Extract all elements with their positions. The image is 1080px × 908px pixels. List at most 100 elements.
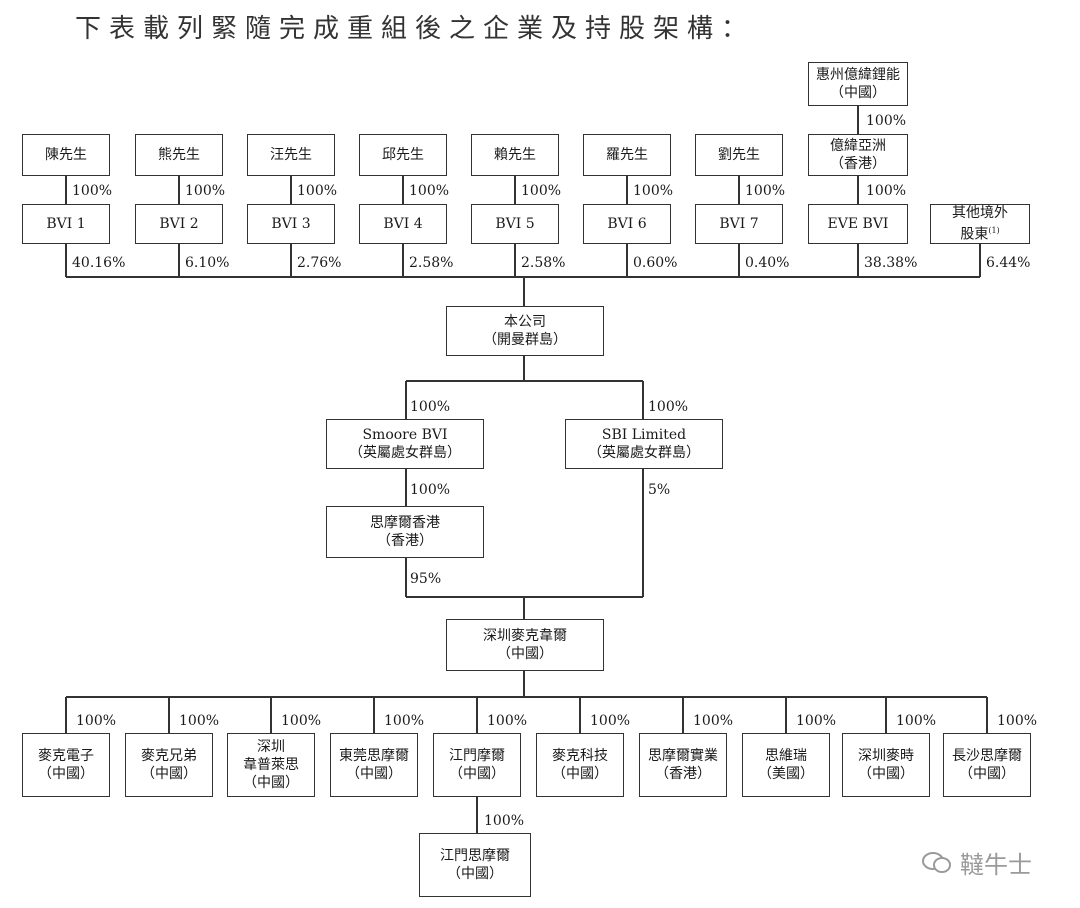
subsidiary-box-line: 韋普萊思	[243, 757, 299, 773]
other-share-pct: 6.44%	[986, 255, 1031, 271]
footnote-marker: (1)	[988, 226, 1000, 236]
smoore-hk-down-pct: 95%	[410, 571, 442, 587]
connector-line	[738, 176, 740, 204]
connector-line	[66, 276, 980, 278]
sbi-box: SBI Limited （英屬處女群島）	[565, 419, 723, 469]
owner-box-line: 賴先生	[494, 147, 536, 163]
connector-line	[626, 176, 628, 204]
connector-line	[682, 697, 684, 733]
connector-line	[523, 277, 525, 306]
connector-line	[290, 176, 292, 204]
subsidiary-pct: 100%	[281, 713, 322, 729]
owner-bvi-pct: 100%	[409, 183, 450, 199]
subsidiary-box: 長沙思摩爾（中國）	[943, 733, 1031, 797]
sbi-box-line: （英屬處女群島）	[588, 445, 700, 461]
subsidiary-box-line: （香港）	[655, 766, 711, 782]
smoore-hk-box-line: （香港）	[377, 533, 433, 549]
bvi-box-line: BVI 4	[383, 216, 423, 232]
bvi-box: BVI 1	[22, 204, 110, 244]
connector-line	[65, 697, 67, 733]
bvi-box-line: BVI 1	[46, 216, 86, 232]
subsidiary-box: 深圳韋普萊思 （中國）	[227, 733, 315, 797]
owner-box-line: 熊先生	[158, 147, 200, 163]
smoore-bvi-box-line: Smoore BVI	[362, 427, 448, 443]
connector-line	[290, 244, 292, 277]
bvi-box: BVI 2	[135, 204, 223, 244]
eve-top-pct: 100%	[866, 113, 907, 129]
other-shareholders-box: 其他境外股東(1)	[930, 204, 1030, 244]
subsidiary-box-line: 思摩爾實業	[648, 748, 718, 764]
bvi-box: BVI 3	[247, 204, 335, 244]
bvi-box-line: BVI 6	[607, 216, 647, 232]
eve-top-box-line: 惠州億緯鋰能	[816, 67, 900, 83]
subsidiary-box-line: 江門摩爾	[449, 748, 505, 764]
other-shareholders-box-line: 股東(1)	[960, 226, 1000, 243]
subsidiary-box-line: 深圳	[257, 739, 285, 755]
connector-line	[626, 244, 628, 277]
subsidiary-box-line: （中國）	[243, 775, 299, 791]
eve-share-pct: 38.38%	[864, 255, 918, 271]
owner-box-line: 汪先生	[270, 147, 312, 163]
sbi-down-pct: 5%	[648, 482, 671, 498]
connector-line	[857, 244, 859, 277]
owner-box-line: 劉先生	[718, 147, 760, 163]
subsidiary-box: 深圳麥時（中國）	[842, 733, 930, 797]
subsidiary-box: 麥克科技（中國）	[536, 733, 624, 797]
sbi-box-line: SBI Limited	[601, 427, 687, 443]
subsidiary-box-line: 深圳麥時	[858, 748, 914, 764]
owner-box: 陳先生	[22, 134, 110, 176]
shenzhen-box-line: 深圳麥克韋爾	[483, 628, 567, 644]
company-box-line: 本公司	[504, 314, 546, 330]
bvi-share-pct: 40.16%	[72, 255, 126, 271]
connector-line	[785, 697, 787, 733]
page-title: 下表載列緊隨完成重組後之企業及持股架構：	[75, 14, 756, 44]
subsidiary-box-line: 東莞思摩爾	[339, 748, 409, 764]
eve-bvi-box-line: EVE BVI	[827, 216, 889, 232]
subsidiary-pct: 100%	[997, 713, 1038, 729]
owner-box: 劉先生	[695, 134, 783, 176]
owner-bvi-pct: 100%	[297, 183, 338, 199]
connector-line	[885, 697, 887, 733]
company-box-line: （開曼群島）	[483, 332, 567, 348]
connector-line	[402, 176, 404, 204]
connector-line	[65, 176, 67, 204]
jiangmen-smoore-box-line: 江門思摩爾	[440, 848, 510, 864]
owner-box: 邱先生	[359, 134, 447, 176]
owner-bvi-pct: 100%	[521, 183, 562, 199]
subsidiary-box-line: （中國）	[141, 766, 197, 782]
subsidiary-pct: 100%	[487, 713, 528, 729]
connector-line	[476, 797, 478, 833]
wechat-icon	[922, 851, 951, 873]
eve-top-box: 惠州億緯鋰能（中國）	[808, 62, 908, 106]
owner-box-line: 陳先生	[45, 147, 87, 163]
bvi-box-line: BVI 3	[271, 216, 311, 232]
eve-bvi-box: EVE BVI	[808, 204, 908, 244]
connector-line	[405, 469, 407, 506]
bvi-share-pct: 2.58%	[409, 255, 454, 271]
bvi-share-pct: 0.40%	[745, 255, 790, 271]
subsidiary-pct: 100%	[179, 713, 220, 729]
connector-line	[857, 106, 859, 134]
connector-line	[514, 176, 516, 204]
subsidiary-box-line: 麥克兄弟	[141, 748, 197, 764]
owner-box: 熊先生	[135, 134, 223, 176]
connector-line	[406, 380, 643, 382]
subsidiary-box: 江門摩爾（中國）	[433, 733, 521, 797]
owner-box-line: 羅先生	[606, 147, 648, 163]
owner-box: 羅先生	[583, 134, 671, 176]
other-shareholders-box-line: 其他境外	[952, 205, 1008, 222]
subsidiary-box: 麥克電子（中國）	[22, 733, 110, 797]
subsidiary-box: 東莞思摩爾（中國）	[330, 733, 418, 797]
subsidiary-pct: 100%	[693, 713, 734, 729]
subsidiary-pct: 100%	[590, 713, 631, 729]
smoore-hk-box-line: 思摩爾香港	[370, 515, 440, 531]
connector-line	[738, 244, 740, 277]
subsidiary-box-line: （美國）	[758, 766, 814, 782]
watermark: 韃牛士	[922, 845, 1032, 880]
connector-line	[979, 244, 981, 277]
owner-bvi-pct: 100%	[633, 183, 674, 199]
smoore-hk-pct: 100%	[410, 482, 451, 498]
eve-mid-box-line: 億緯亞洲	[830, 138, 886, 154]
subsidiary-pct: 100%	[384, 713, 425, 729]
